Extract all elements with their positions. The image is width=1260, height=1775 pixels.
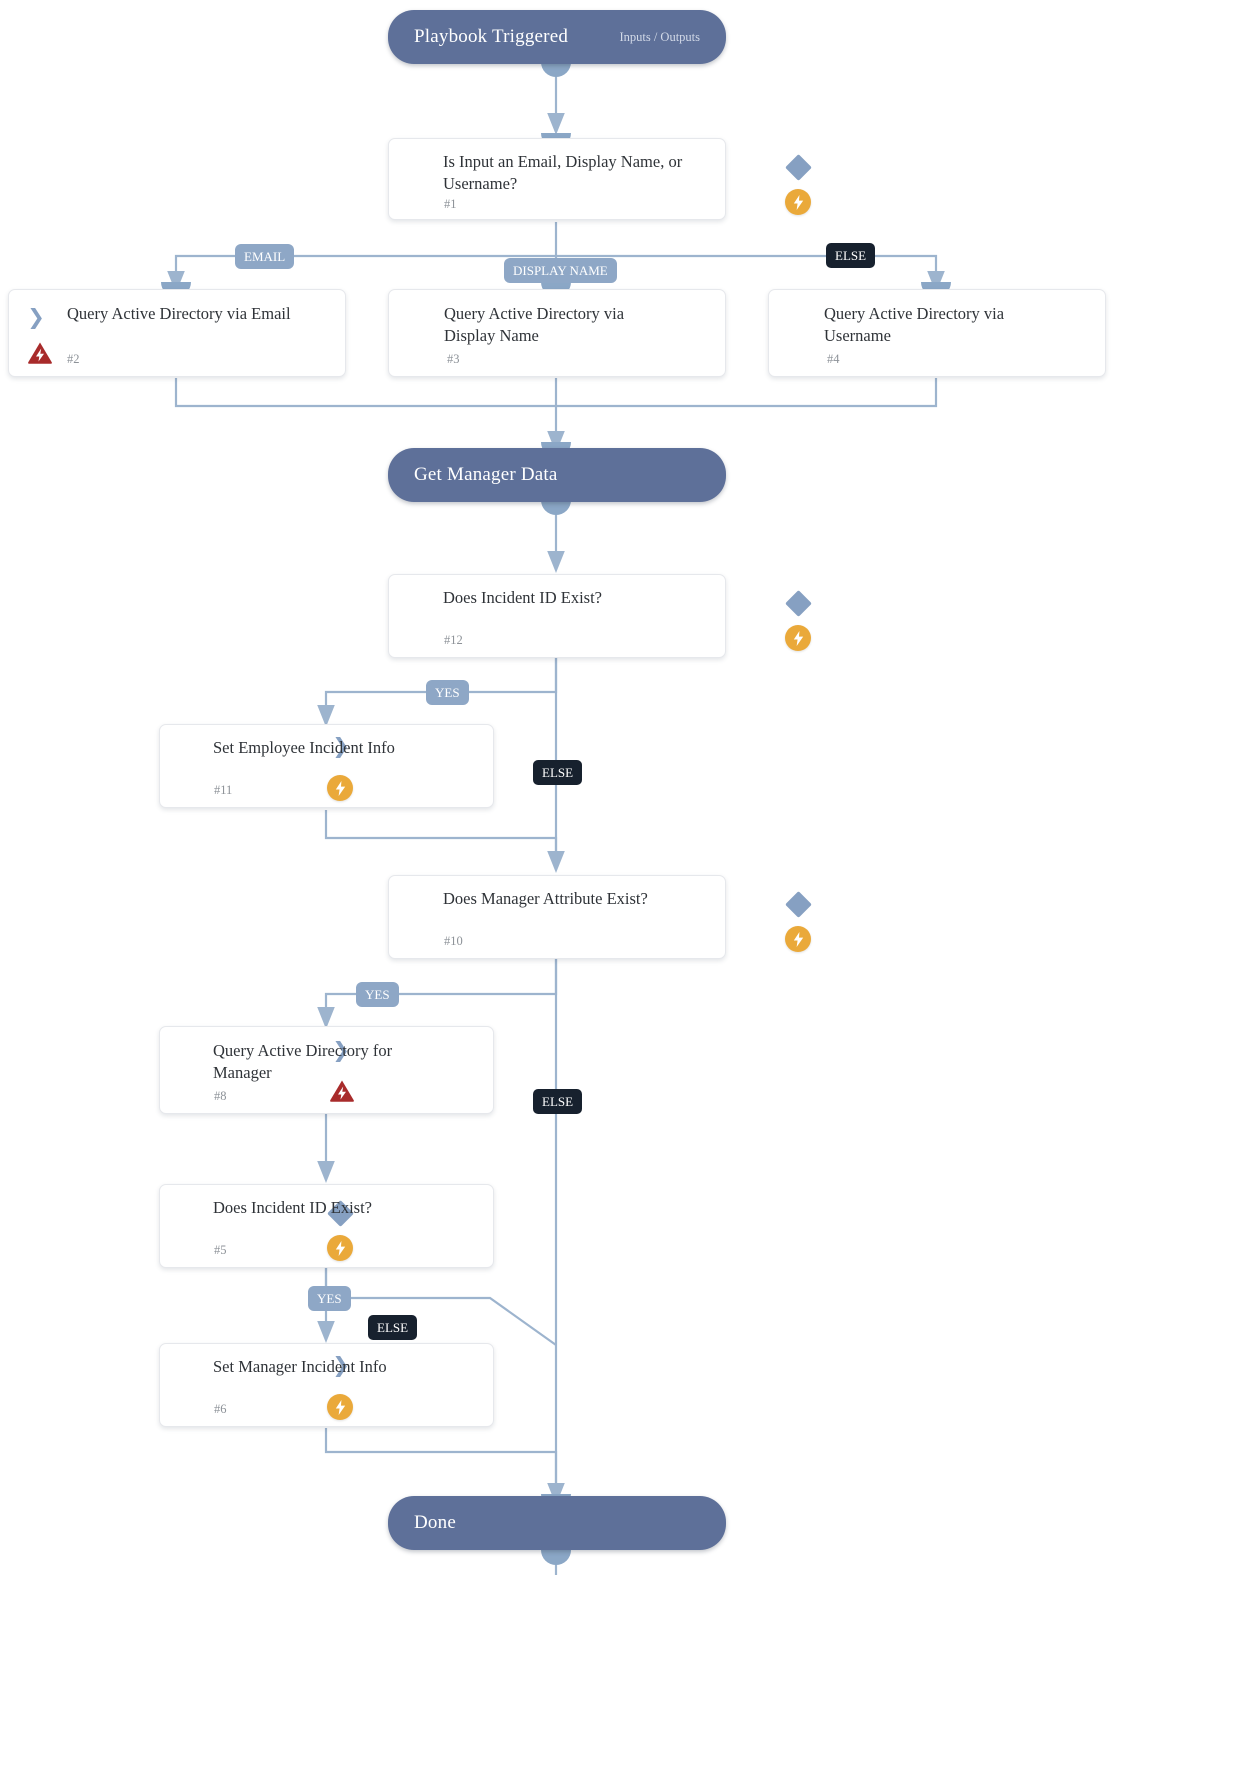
bolt-icon [327,775,353,801]
playbook-triggered-label: Playbook Triggered [414,26,569,47]
done-label: Done [414,1512,456,1533]
bolt-glyph [793,630,803,646]
bolt-icon [785,189,811,215]
bolt-icon [785,625,811,651]
node-title: Is Input an Email, Display Name, or User… [443,152,683,193]
branch-badge-else-12-label: ELSE [542,764,574,780]
chevron-icon: ❯ [27,304,45,329]
chevron-icon: ❯ [332,733,350,758]
node-number: #6 [214,1402,227,1416]
node-title: Query Active Directory via Email [67,304,291,323]
branch-badge-display-name-label: DISPLAY NAME [513,262,608,278]
inputs-outputs-link[interactable]: Inputs / Outputs [619,29,700,44]
branch-badge-else-10-label: ELSE [542,1093,574,1109]
branch-badge-email[interactable]: EMAIL [235,244,295,269]
get-manager-data-label: Get Manager Data [414,464,558,485]
branch-badge-yes-12[interactable]: YES [426,680,469,705]
node-title: Does Manager Attribute Exist? [443,889,648,908]
warning-bolt-icon [27,341,53,365]
bolt-icon [785,926,811,952]
branch-badge-else-5-label: ELSE [377,1319,409,1335]
node-action-query-ad-username[interactable]: ❯ Query Active Directory via Username #4 [768,289,1106,377]
bolt-glyph [335,1240,345,1256]
branch-badge-yes-10[interactable]: YES [356,982,399,1007]
branch-badge-yes-5-label: YES [317,1290,342,1306]
bolt-glyph [335,1399,345,1415]
branch-badge-else-10[interactable]: ELSE [533,1089,583,1114]
branch-badge-yes-10-label: YES [365,986,390,1002]
branch-badge-else-12[interactable]: ELSE [533,760,583,785]
node-number: #10 [444,934,463,948]
node-decision-incident-id-exists-5[interactable]: Does Incident ID Exist? #5 [159,1184,494,1268]
branch-badge-email-label: EMAIL [244,248,286,264]
node-title: Set Manager Incident Info [213,1357,387,1376]
node-number: #1 [444,197,457,211]
node-number: #5 [214,1243,227,1257]
node-get-manager-data[interactable]: Get Manager Data [388,448,726,502]
node-number: #4 [827,352,840,366]
node-title: Does Incident ID Exist? [443,588,602,607]
warning-triangle-glyph [330,1080,354,1102]
node-action-set-manager-incident-info[interactable]: ❯ Set Manager Incident Info #6 [159,1343,494,1427]
node-number: #8 [214,1089,227,1103]
branch-badge-yes-5[interactable]: YES [308,1286,351,1311]
node-decision-input-type[interactable]: Is Input an Email, Display Name, or User… [388,138,812,220]
node-title: Set Employee Incident Info [213,738,395,757]
branch-badge-else-1-label: ELSE [835,247,867,263]
branch-badge-else-5[interactable]: ELSE [368,1315,418,1340]
node-title: Does Incident ID Exist? [213,1198,372,1217]
diamond-icon [785,891,812,918]
node-title: Query Active Directory via Display Name [444,304,625,345]
node-number: #11 [214,783,233,797]
node-number: #2 [67,352,80,366]
diamond-icon [785,590,812,617]
warning-bolt-icon [329,1079,355,1103]
node-title: Query Active Directory for Manager [213,1041,393,1082]
branch-badge-else-1[interactable]: ELSE [826,243,876,268]
chevron-icon: ❯ [332,1352,350,1377]
bolt-glyph [335,780,345,796]
node-decision-incident-id-exists-12[interactable]: Does Incident ID Exist? #12 [388,574,812,658]
node-action-query-ad-for-manager[interactable]: ❯ Query Active Directory for Manager #8 [159,1026,494,1114]
node-title: Query Active Directory via Username [824,304,1005,345]
node-action-query-ad-email[interactable]: ❯ Query Active Directory via Email #2 [8,289,346,377]
branch-badge-display-name[interactable]: DISPLAY NAME [504,258,617,283]
bolt-icon [327,1235,353,1261]
branch-badge-yes-12-label: YES [435,684,460,700]
diamond-icon [785,154,812,181]
node-playbook-triggered[interactable]: Playbook Triggered Inputs / Outputs [388,10,726,64]
bolt-glyph [793,931,803,947]
bolt-glyph [793,194,803,210]
node-decision-manager-attribute-exists[interactable]: Does Manager Attribute Exist? #10 [388,875,812,959]
node-action-query-ad-display-name[interactable]: ❯ Query Active Directory via Display Nam… [388,289,812,377]
node-action-set-employee-incident-info[interactable]: ❯ Set Employee Incident Info #11 [159,724,494,808]
node-number: #12 [444,633,463,647]
node-number: #3 [447,352,460,366]
warning-triangle-glyph [28,342,52,364]
chevron-icon: ❯ [332,1037,350,1062]
node-done[interactable]: Done [388,1496,726,1550]
bolt-icon [327,1394,353,1420]
